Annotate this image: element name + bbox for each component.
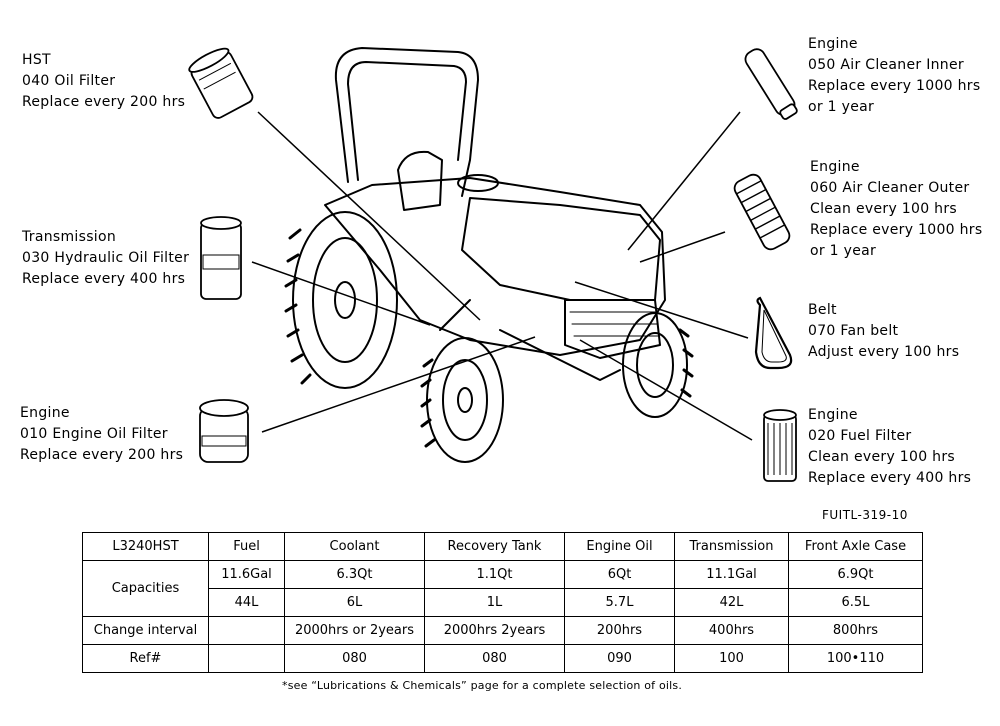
callout-part: 050 Air Cleaner Inner	[808, 57, 964, 73]
callout-category: Engine	[810, 159, 860, 175]
leader-air-inner	[627, 111, 741, 251]
grille	[564, 299, 661, 359]
callout-category: Engine	[20, 405, 70, 421]
table-row-header: L3240HST Fuel Coolant Recovery Tank Engi…	[82, 532, 923, 561]
table-cell: 11.1Gal	[674, 560, 789, 589]
table-cell: 2000hrs 2years	[424, 616, 565, 645]
callout-action-2: Replace every 400 hrs	[808, 470, 972, 486]
table-cell: 400hrs	[674, 616, 789, 645]
callout-action-2: Replace every 1000 hrs	[810, 222, 983, 238]
callout-action-2: or 1 year	[808, 99, 875, 115]
callout-action: Replace every 1000 hrs	[808, 78, 981, 94]
engine-oil-filter-icon	[199, 399, 249, 463]
callout-action: Adjust every 100 hrs	[808, 344, 960, 360]
table-cell: 200hrs	[564, 616, 675, 645]
callout-action: Replace every 200 hrs	[22, 94, 186, 110]
table-cell	[208, 644, 285, 673]
table-cell: 5.7L	[564, 588, 675, 617]
leader-air-outer	[639, 231, 726, 263]
column-header: Fuel	[208, 532, 285, 561]
table-cell: 080	[424, 644, 565, 673]
leader-hst	[257, 111, 481, 321]
table-cell: 42L	[674, 588, 789, 617]
leader-belt	[574, 281, 749, 339]
table-cell: 2000hrs or 2years	[284, 616, 425, 645]
tractor-diagram	[188, 47, 798, 482]
callout-action-3: or 1 year	[810, 243, 877, 259]
column-header: Transmission	[674, 532, 789, 561]
callout-part: 040 Oil Filter	[22, 73, 116, 89]
table-row-capacities-metric: 44L 6L 1L 5.7L 42L 6.5L	[83, 588, 923, 617]
front-wheel-right	[622, 312, 694, 418]
callout-category: Engine	[808, 407, 858, 423]
column-header: Front Axle Case	[788, 532, 923, 561]
column-header: Coolant	[284, 532, 425, 561]
capacities-table: L3240HST Fuel Coolant Recovery Tank Engi…	[82, 532, 923, 673]
callout-action: Replace every 200 hrs	[20, 447, 184, 463]
table-cell: 1.1Qt	[424, 560, 565, 589]
table-cell: 100	[674, 644, 789, 673]
rops-bar	[334, 47, 479, 197]
fan-belt-icon	[754, 296, 793, 370]
table-cell: 6.9Qt	[788, 560, 923, 589]
leader-transmission	[251, 261, 431, 326]
table-cell: 6.3Qt	[284, 560, 425, 589]
leader-fuel-filter	[579, 339, 753, 441]
leader-lines	[251, 111, 753, 441]
table-cell: 800hrs	[788, 616, 923, 645]
table-row-ref: Ref# 080 080 090 100 100•110	[82, 644, 923, 673]
callout-category: Engine	[808, 36, 858, 52]
column-header: Recovery Tank	[424, 532, 565, 561]
callout-hst: HST 040 Oil Filter Replace every 200 hrs	[22, 50, 185, 113]
table-cell: 100•110	[788, 644, 923, 673]
table-row-change-interval: Change interval 2000hrs or 2years 2000hr…	[82, 616, 923, 645]
column-header: Engine Oil	[564, 532, 675, 561]
callout-transmission: Transmission 030 Hydraulic Oil Filter Re…	[22, 227, 189, 290]
row-label-ref: Ref#	[82, 644, 209, 673]
table-cell: 6L	[284, 588, 425, 617]
callout-action: Clean every 100 hrs	[810, 201, 957, 217]
callout-part: 030 Hydraulic Oil Filter	[22, 250, 190, 266]
callout-part: 070 Fan belt	[808, 323, 899, 339]
callout-fuel-filter: Engine 020 Fuel Filter Clean every 100 h…	[808, 405, 971, 489]
callout-action: Replace every 400 hrs	[22, 271, 186, 287]
callout-part: 020 Fuel Filter	[808, 428, 912, 444]
seat	[397, 150, 443, 211]
leader-engine-oil	[261, 336, 536, 433]
model-cell: L3240HST	[82, 532, 209, 561]
tractor-body	[324, 177, 666, 356]
callout-part: 060 Air Cleaner Outer	[810, 180, 970, 196]
callout-belt: Belt 070 Fan belt Adjust every 100 hrs	[808, 300, 959, 363]
table-cell: 6Qt	[564, 560, 675, 589]
callout-action: Clean every 100 hrs	[808, 449, 955, 465]
front-wheel-left	[420, 337, 504, 463]
hst-oil-filter-icon	[188, 47, 254, 119]
row-label-change-interval: Change interval	[82, 616, 209, 645]
hood	[461, 197, 661, 301]
callout-air-cleaner-outer: Engine 060 Air Cleaner Outer Clean every…	[810, 157, 982, 262]
row-label-capacities: Capacities	[82, 560, 209, 617]
table-cell: 1L	[424, 588, 565, 617]
table-row-capacities-us: Capacities 11.6Gal 6.3Qt 1.1Qt 6Qt 11.1G…	[82, 560, 923, 617]
rear-wheel	[284, 211, 398, 389]
table-cell: 44L	[208, 588, 285, 617]
table-cell: 080	[284, 644, 425, 673]
fuel-filter-icon	[763, 409, 797, 482]
footnote: *see “Lubrications & Chemicals” page for…	[282, 679, 683, 692]
table-cell: 11.6Gal	[208, 560, 285, 589]
air-cleaner-outer-icon	[733, 173, 791, 251]
callout-engine-oil-filter: Engine 010 Engine Oil Filter Replace eve…	[20, 403, 183, 466]
table-cell	[208, 616, 285, 645]
callout-category: HST	[22, 52, 51, 68]
callout-part: 010 Engine Oil Filter	[20, 426, 168, 442]
callout-category: Belt	[808, 302, 837, 318]
table-cell: 090	[564, 644, 675, 673]
callout-air-cleaner-inner: Engine 050 Air Cleaner Inner Replace eve…	[808, 34, 980, 118]
air-cleaner-inner-icon	[744, 48, 798, 120]
figure-code: FUITL-319-10	[822, 508, 908, 522]
callout-category: Transmission	[22, 229, 117, 245]
hydraulic-oil-filter-icon	[200, 216, 242, 300]
table-cell: 6.5L	[788, 588, 923, 617]
